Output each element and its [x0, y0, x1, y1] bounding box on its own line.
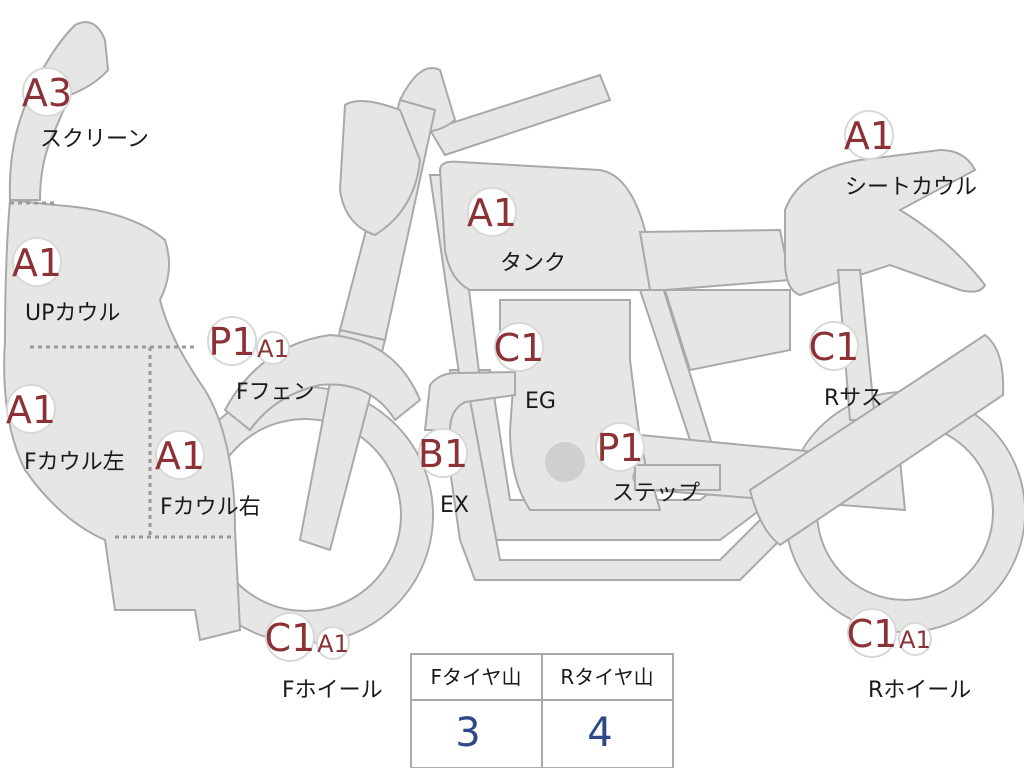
headlight-shape: [338, 100, 422, 237]
svg-text:A1: A1: [317, 630, 349, 658]
badge-r-wheel-secondary[interactable]: A1: [898, 622, 932, 656]
badge-f-fender-secondary[interactable]: A1: [256, 331, 290, 365]
badge-seat-cowl[interactable]: A1: [844, 110, 894, 160]
label-exhaust: EX: [440, 493, 469, 518]
badge-step[interactable]: P1: [595, 422, 645, 472]
muffler-shape: [748, 333, 1005, 547]
svg-text:A1: A1: [257, 335, 289, 363]
badge-f-cowl-right[interactable]: A1: [155, 430, 205, 480]
svg-text:C1: C1: [265, 616, 316, 660]
svg-text:P1: P1: [596, 426, 643, 470]
svg-text:A1: A1: [155, 434, 205, 478]
label-r-sus: Rサス: [824, 386, 883, 411]
svg-text:A1: A1: [6, 388, 56, 432]
svg-text:A1: A1: [899, 626, 931, 654]
svg-text:A1: A1: [12, 241, 62, 285]
svg-text:B1: B1: [418, 432, 468, 476]
svg-text:A3: A3: [22, 71, 72, 115]
badge-tank[interactable]: A1: [467, 187, 517, 237]
svg-text:C1: C1: [494, 326, 545, 370]
badge-engine[interactable]: C1: [494, 322, 545, 372]
badge-f-fender[interactable]: P1: [207, 316, 257, 366]
badge-screen[interactable]: A3: [22, 67, 72, 117]
svg-text:A1: A1: [844, 114, 894, 158]
label-step: ステップ: [612, 481, 700, 506]
svg-text:C1: C1: [847, 612, 898, 656]
label-f-fender: Fフェン: [236, 380, 315, 405]
step-shape: [634, 464, 721, 491]
label-tank: タンク: [500, 251, 566, 276]
tire-value-front: 3: [455, 710, 480, 756]
label-engine: EG: [525, 389, 556, 414]
label-f-cowl-right: Fカウル右: [160, 495, 261, 520]
svg-text:C1: C1: [809, 325, 860, 369]
tire-tread-table: Fタイヤ山 Rタイヤ山 3 4: [410, 653, 674, 768]
tire-header-front: Fタイヤ山: [431, 665, 522, 689]
label-r-wheel: Rホイール: [868, 678, 971, 703]
badge-f-cowl-left[interactable]: A1: [6, 384, 56, 434]
label-f-wheel: Fホイール: [282, 678, 383, 703]
tire-header-rear: Rタイヤ山: [560, 665, 653, 689]
label-seat-cowl: シートカウル: [845, 175, 977, 200]
tire-value-rear: 4: [587, 710, 612, 756]
label-screen: スクリーン: [40, 127, 149, 152]
seat-shape: [638, 228, 792, 291]
svg-text:A1: A1: [467, 191, 517, 235]
label-up-cowl: UPカウル: [25, 301, 120, 326]
label-f-cowl-left: Fカウル左: [24, 450, 125, 475]
exhaust-shape: [423, 370, 516, 431]
badge-f-wheel-secondary[interactable]: A1: [316, 626, 350, 660]
badge-r-sus[interactable]: C1: [809, 321, 860, 371]
seat-cowl-shape: [784, 148, 987, 297]
badge-f-wheel[interactable]: C1: [265, 612, 316, 662]
badge-up-cowl[interactable]: A1: [12, 237, 62, 287]
front-cowl-shape: [3, 198, 242, 642]
badge-r-wheel[interactable]: C1: [847, 608, 898, 658]
badge-exhaust[interactable]: B1: [418, 428, 468, 478]
svg-text:P1: P1: [208, 320, 255, 364]
